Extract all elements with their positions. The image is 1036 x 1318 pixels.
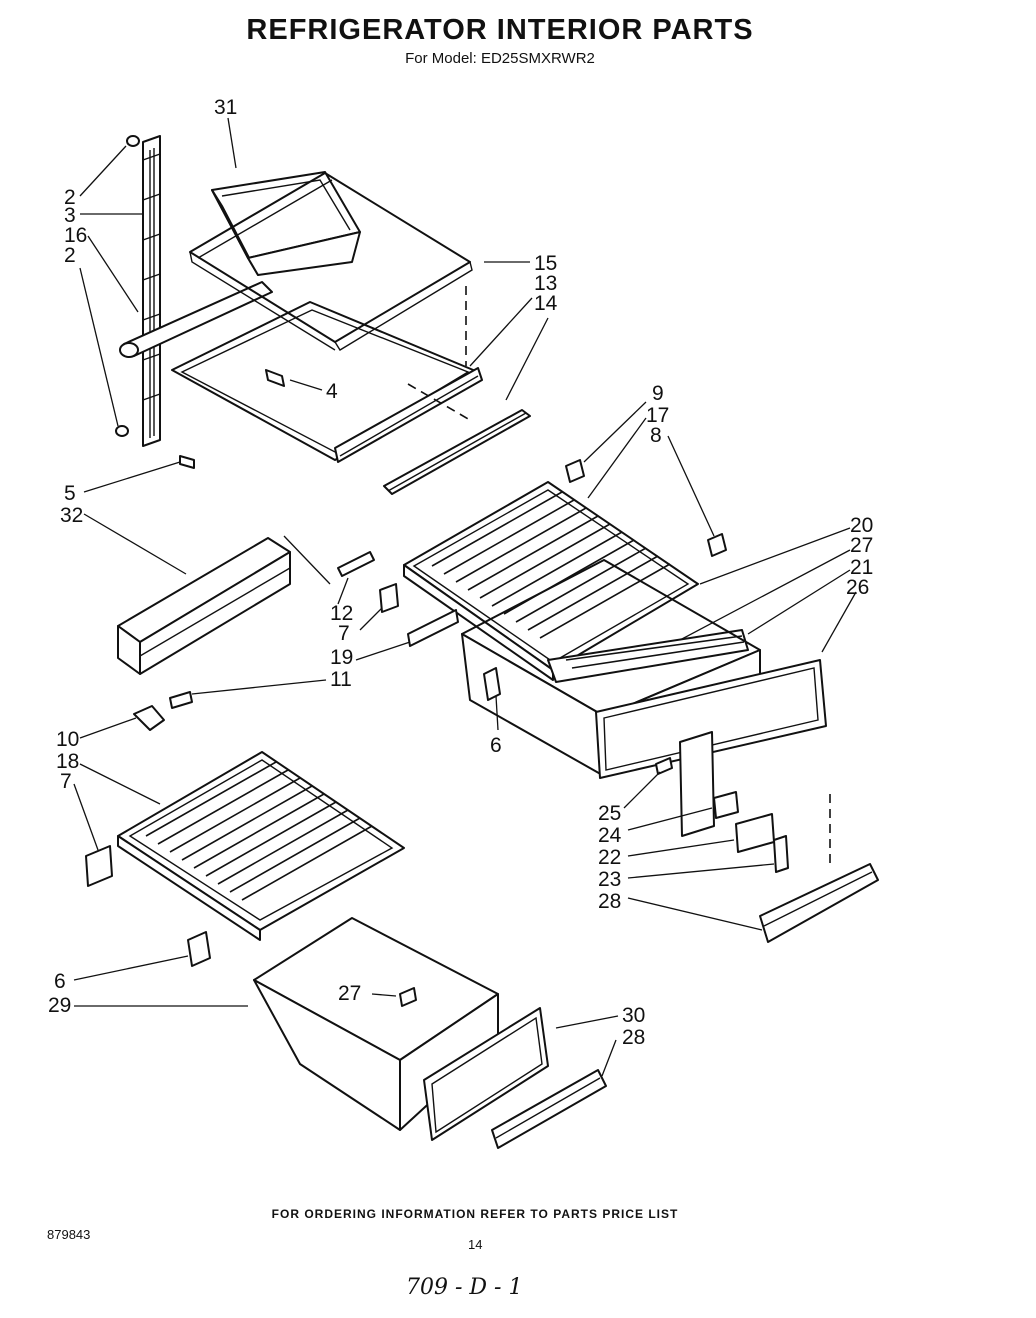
shelf-frame-rail — [119, 281, 273, 358]
callout-7-lower: 7 — [60, 770, 72, 793]
deli-cover-pin — [337, 551, 375, 577]
callout-21: 21 — [850, 556, 873, 579]
callout-28-lower: 28 — [622, 1026, 645, 1049]
upper-glass-shelf — [189, 172, 473, 351]
callout-10: 10 — [56, 728, 79, 751]
callout-4: 4 — [326, 380, 338, 403]
callout-31: 31 — [214, 96, 237, 119]
crisper-trim-right — [759, 863, 879, 943]
meat-pan-front — [423, 1007, 549, 1141]
callout-3: 3 — [64, 204, 76, 227]
callout-19: 19 — [330, 646, 353, 669]
shelf-frame — [171, 301, 483, 463]
document-number: 879843 — [47, 1227, 91, 1242]
shelf-trim — [383, 409, 531, 495]
shelf-support-rail — [142, 135, 161, 447]
callout-2-lower: 2 — [64, 244, 76, 267]
shelf-bracket-right — [379, 583, 399, 613]
callout-15: 15 — [534, 252, 557, 275]
meat-pan — [253, 917, 499, 1131]
shelf-support-left — [565, 459, 585, 483]
callout-32: 32 — [60, 504, 83, 527]
support-peg-lower — [179, 455, 195, 469]
shelf-bracket-left — [85, 845, 113, 887]
humidity-control-screw — [655, 757, 673, 775]
shelf-support-right — [707, 533, 727, 557]
callout-24: 24 — [598, 824, 622, 847]
callout-29: 29 — [48, 994, 71, 1017]
callout-12: 12 — [330, 602, 353, 625]
humidity-control-housing — [679, 731, 715, 837]
callout-labels: 31 2 3 16 2 15 13 14 4 5 32 9 17 8 20 27… — [48, 96, 873, 1049]
page-title: REFRIGERATOR INTERIOR PARTS — [246, 14, 754, 46]
callout-30: 30 — [622, 1004, 645, 1027]
callout-8: 8 — [650, 424, 662, 447]
rail-screw-bottom — [115, 425, 129, 437]
drawer-cam — [133, 705, 165, 731]
utility-bin — [211, 171, 361, 276]
callout-22: 22 — [598, 846, 621, 869]
callout-6-upper: 6 — [490, 734, 502, 757]
callout-9: 9 — [652, 382, 664, 405]
callout-27-lower: 27 — [338, 982, 361, 1005]
humidity-control-slide — [735, 813, 775, 853]
callout-27-upper: 27 — [850, 534, 873, 557]
middle-glass-shelf — [403, 481, 699, 681]
ordering-note: FOR ORDERING INFORMATION REFER TO PARTS … — [271, 1207, 679, 1221]
humidity-control-lever — [773, 835, 789, 873]
page-number: 14 — [468, 1237, 483, 1252]
meat-pan-trim — [491, 1069, 607, 1149]
model-subtitle: For Model: ED25SMXRWR2 — [405, 50, 595, 67]
callout-25: 25 — [598, 802, 621, 825]
lower-glass-shelf — [117, 751, 405, 941]
callout-leaders — [73, 117, 857, 1077]
crisper-drawer-front — [595, 659, 827, 779]
rail-screw-top — [126, 135, 140, 147]
callout-5: 5 — [64, 482, 76, 505]
callout-2-top: 2 — [64, 186, 76, 209]
callout-13: 13 — [534, 272, 557, 295]
meat-pan-peg — [399, 987, 417, 1007]
callout-18: 18 — [56, 750, 79, 773]
callout-7-upper: 7 — [338, 622, 350, 645]
deli-drawer-cover — [117, 537, 291, 675]
callout-28-right: 28 — [598, 890, 621, 913]
callout-11: 11 — [330, 668, 352, 691]
drawer-slide-rail — [407, 609, 459, 647]
drawer-stop-pin — [169, 691, 193, 709]
handwritten-note: 709 - D - 1 — [406, 1275, 523, 1300]
callout-26: 26 — [846, 576, 869, 599]
callout-20: 20 — [850, 514, 873, 537]
slide-bracket-lower — [187, 931, 211, 967]
callout-16: 16 — [64, 224, 87, 247]
humidity-control-knob — [713, 791, 739, 819]
callout-17: 17 — [646, 404, 669, 427]
callout-14: 14 — [534, 292, 558, 315]
support-peg — [265, 369, 285, 387]
crisper-cover — [547, 629, 749, 683]
callout-23: 23 — [598, 868, 621, 891]
callout-6-lower: 6 — [54, 970, 66, 993]
slide-bracket-upper — [483, 667, 501, 701]
